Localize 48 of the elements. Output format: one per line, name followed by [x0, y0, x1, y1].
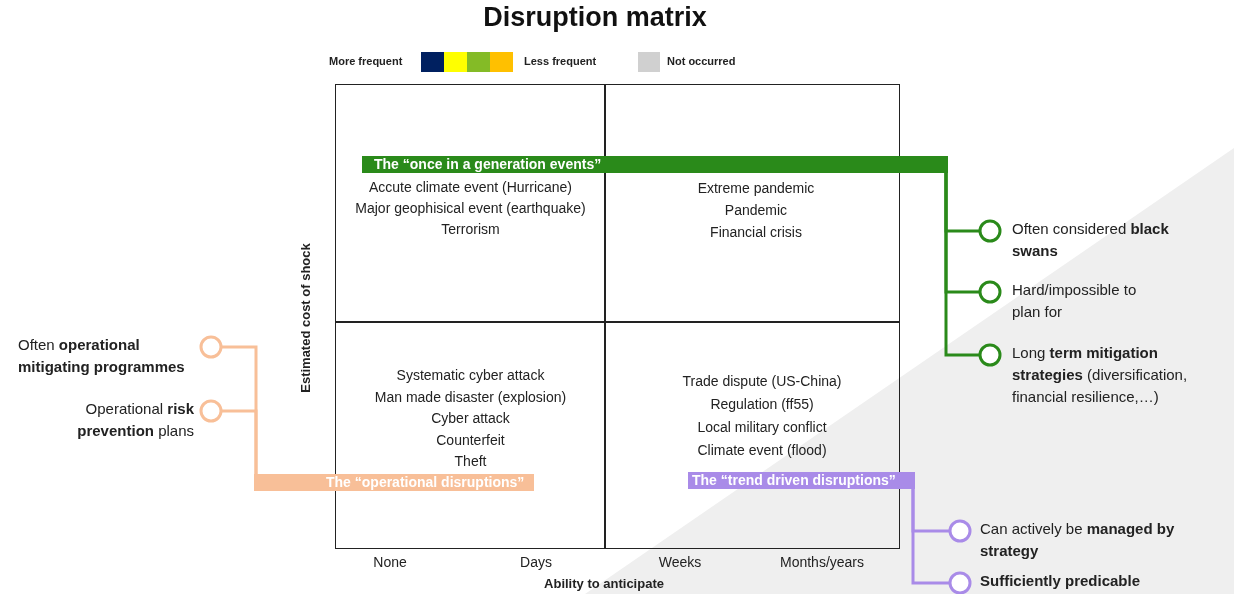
bar-label: The “trend driven disruptions” — [692, 472, 896, 489]
cell-text: Extreme pandemic — [696, 179, 816, 198]
cell-text: Man made disaster (explosion) — [373, 387, 568, 407]
axis-tick-label: Days — [520, 554, 552, 570]
cell-text: Climate event (flood) — [696, 440, 828, 460]
bullet-text: Often operational mitigating programmes — [18, 335, 186, 377]
connector-line — [221, 409, 258, 474]
cell-text: Counterfeit — [435, 430, 506, 450]
bullet-text: Hard/impossible to plan for — [1012, 280, 1138, 322]
connector-line — [911, 489, 950, 585]
axis-tick-label: Weeks — [658, 554, 702, 570]
bullet-circle — [978, 219, 1002, 243]
axis-tick-label: None — [373, 554, 407, 570]
connector-line — [944, 173, 980, 357]
bullet-circle — [978, 280, 1002, 304]
bullet-circle — [199, 335, 223, 359]
bar-label: The “operational disruptions” — [326, 474, 525, 491]
bullet-circle — [978, 343, 1002, 367]
cell-text: Cyber attack — [430, 409, 511, 429]
cell-text: Trade dispute (US-China) — [681, 371, 843, 391]
bullet-text: Operational risk prevention plans — [76, 399, 194, 441]
cell-text: Pandemic — [723, 201, 789, 220]
cell-text: Systematic cyber attack — [395, 366, 546, 386]
legend-label: Not occurred — [667, 55, 736, 67]
diagram-title: Disruption matrix — [482, 2, 708, 33]
bullet-text: Often considered black swans — [1012, 219, 1170, 261]
bullet-text: Sufficiently predicable — [980, 571, 1142, 591]
category-bar — [362, 156, 948, 173]
legend-label: Less frequent — [524, 55, 597, 67]
bar-label: The “once in a generation events” — [374, 156, 602, 173]
cell-text: Local military conflict — [696, 417, 828, 437]
cell-text: Terrorism — [440, 219, 501, 239]
matrix-cell — [604, 84, 900, 323]
bullet-text: Can actively be managed by strategy — [980, 519, 1176, 561]
x-axis-title: Ability to anticipate — [544, 575, 664, 591]
matrix-cell — [335, 84, 606, 323]
cell-text: Regulation (ff55) — [709, 394, 815, 414]
bullet-circle — [948, 519, 972, 543]
bullet-text: Long term mitigation strategies (diversification, financial resilience,…) — [1012, 343, 1189, 407]
cell-text: Accute climate event (Hurricane) — [367, 177, 574, 197]
legend-label: More frequent — [329, 55, 403, 67]
bullet-circle — [199, 399, 223, 423]
cell-text: Major geophisical event (earthquake) — [354, 198, 587, 218]
category-bar — [254, 474, 534, 491]
cell-text: Financial crisis — [709, 223, 803, 242]
y-axis-title: Estimated cost of shock — [297, 243, 313, 393]
matrix-cell — [604, 321, 900, 549]
cell-text: Theft — [453, 452, 488, 472]
